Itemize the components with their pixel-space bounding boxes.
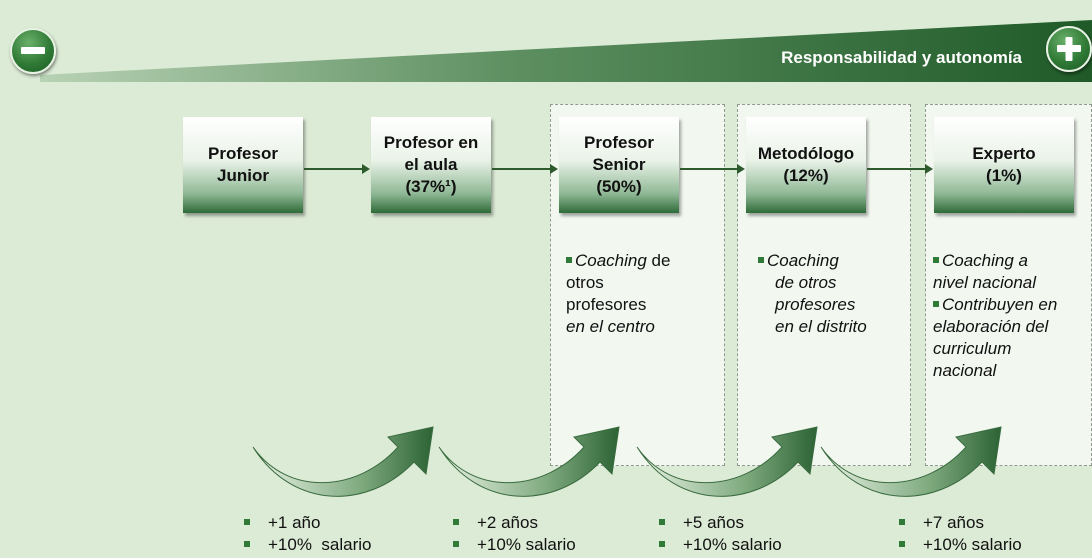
stage-profesor-aula: Profesor en el aula (37%¹) (371, 117, 491, 213)
experto-description: Coaching a nivel nacional Contribuyen en… (933, 250, 1092, 382)
arrowhead-icon (925, 164, 933, 174)
arrowhead-icon (362, 164, 370, 174)
requirements-1: +1 año +10% salario (244, 512, 371, 556)
bullet-icon (659, 519, 665, 525)
senior-description: Coaching de otros profesores en el centr… (566, 250, 716, 338)
bullet-icon (453, 541, 459, 547)
bullet-icon (244, 519, 250, 525)
desc-text: nivel nacional (933, 273, 1037, 292)
desc-text: en el centro (566, 317, 655, 336)
desc-text: otros (566, 273, 604, 292)
req-salary: +10% salario (477, 535, 576, 554)
stage-label: Metodólogo (12%) (757, 144, 855, 185)
stage-label: Profesor en el aula (37%¹) (383, 133, 479, 196)
req-salary: +10% salario (268, 535, 372, 554)
desc-text: Coaching a (942, 251, 1029, 270)
connector-line (867, 168, 927, 170)
bullet-icon (899, 541, 905, 547)
desc-text: nacional (933, 361, 997, 380)
progression-arrow-icon (636, 426, 818, 497)
bullet-icon (453, 519, 459, 525)
bullet-icon (899, 519, 905, 525)
connector-line (492, 168, 552, 170)
connector-line (680, 168, 739, 170)
desc-text: de otros (775, 273, 837, 292)
req-salary: +10% salario (683, 535, 782, 554)
header-title: Responsabilidad y autonomía (781, 48, 1022, 67)
req-years: +2 años (477, 513, 538, 532)
requirements-4: +7 años +10% salario (899, 512, 1022, 556)
plus-icon (1046, 26, 1092, 72)
progression-arrow-icon (820, 426, 1002, 497)
desc-text: curriculum (933, 339, 1012, 358)
metodologo-description: Coaching de otros profesores en el distr… (758, 250, 908, 338)
stage-label: Profesor Junior (208, 144, 278, 185)
responsibility-wedge (40, 20, 1092, 82)
stage-label: Experto (1%) (972, 144, 1036, 185)
stage-label: Profesor Senior (50%) (584, 133, 654, 196)
desc-text: Contribuyen en (942, 295, 1058, 314)
bullet-icon (933, 301, 939, 307)
desc-text: en el distrito (775, 317, 867, 336)
bullet-icon (244, 541, 250, 547)
bullet-icon (758, 257, 764, 263)
desc-text: Coaching (767, 251, 839, 270)
req-years: +1 año (268, 513, 321, 532)
req-years: +5 años (683, 513, 744, 532)
stage-experto: Experto (1%) (934, 117, 1074, 213)
arrowhead-icon (737, 164, 745, 174)
connector-line (304, 168, 364, 170)
requirements-2: +2 años +10% salario (453, 512, 576, 556)
desc-text: de (646, 251, 671, 270)
progression-arrow-icon (438, 426, 620, 497)
desc-text: elaboración del (933, 317, 1049, 336)
req-years: +7 años (923, 513, 984, 532)
req-salary: +10% salario (923, 535, 1022, 554)
stage-profesor-senior: Profesor Senior (50%) (559, 117, 679, 213)
bullet-icon (659, 541, 665, 547)
progression-arrow-icon (252, 426, 434, 497)
requirements-3: +5 años +10% salario (659, 512, 782, 556)
desc-text: profesores (566, 295, 647, 314)
desc-text: Coaching (575, 251, 647, 270)
stage-profesor-junior: Profesor Junior (183, 117, 303, 213)
minus-icon (10, 28, 56, 74)
stage-metodologo: Metodólogo (12%) (746, 117, 866, 213)
desc-text: profesores (775, 295, 856, 314)
arrowhead-icon (550, 164, 558, 174)
bullet-icon (933, 257, 939, 263)
bullet-icon (566, 257, 572, 263)
